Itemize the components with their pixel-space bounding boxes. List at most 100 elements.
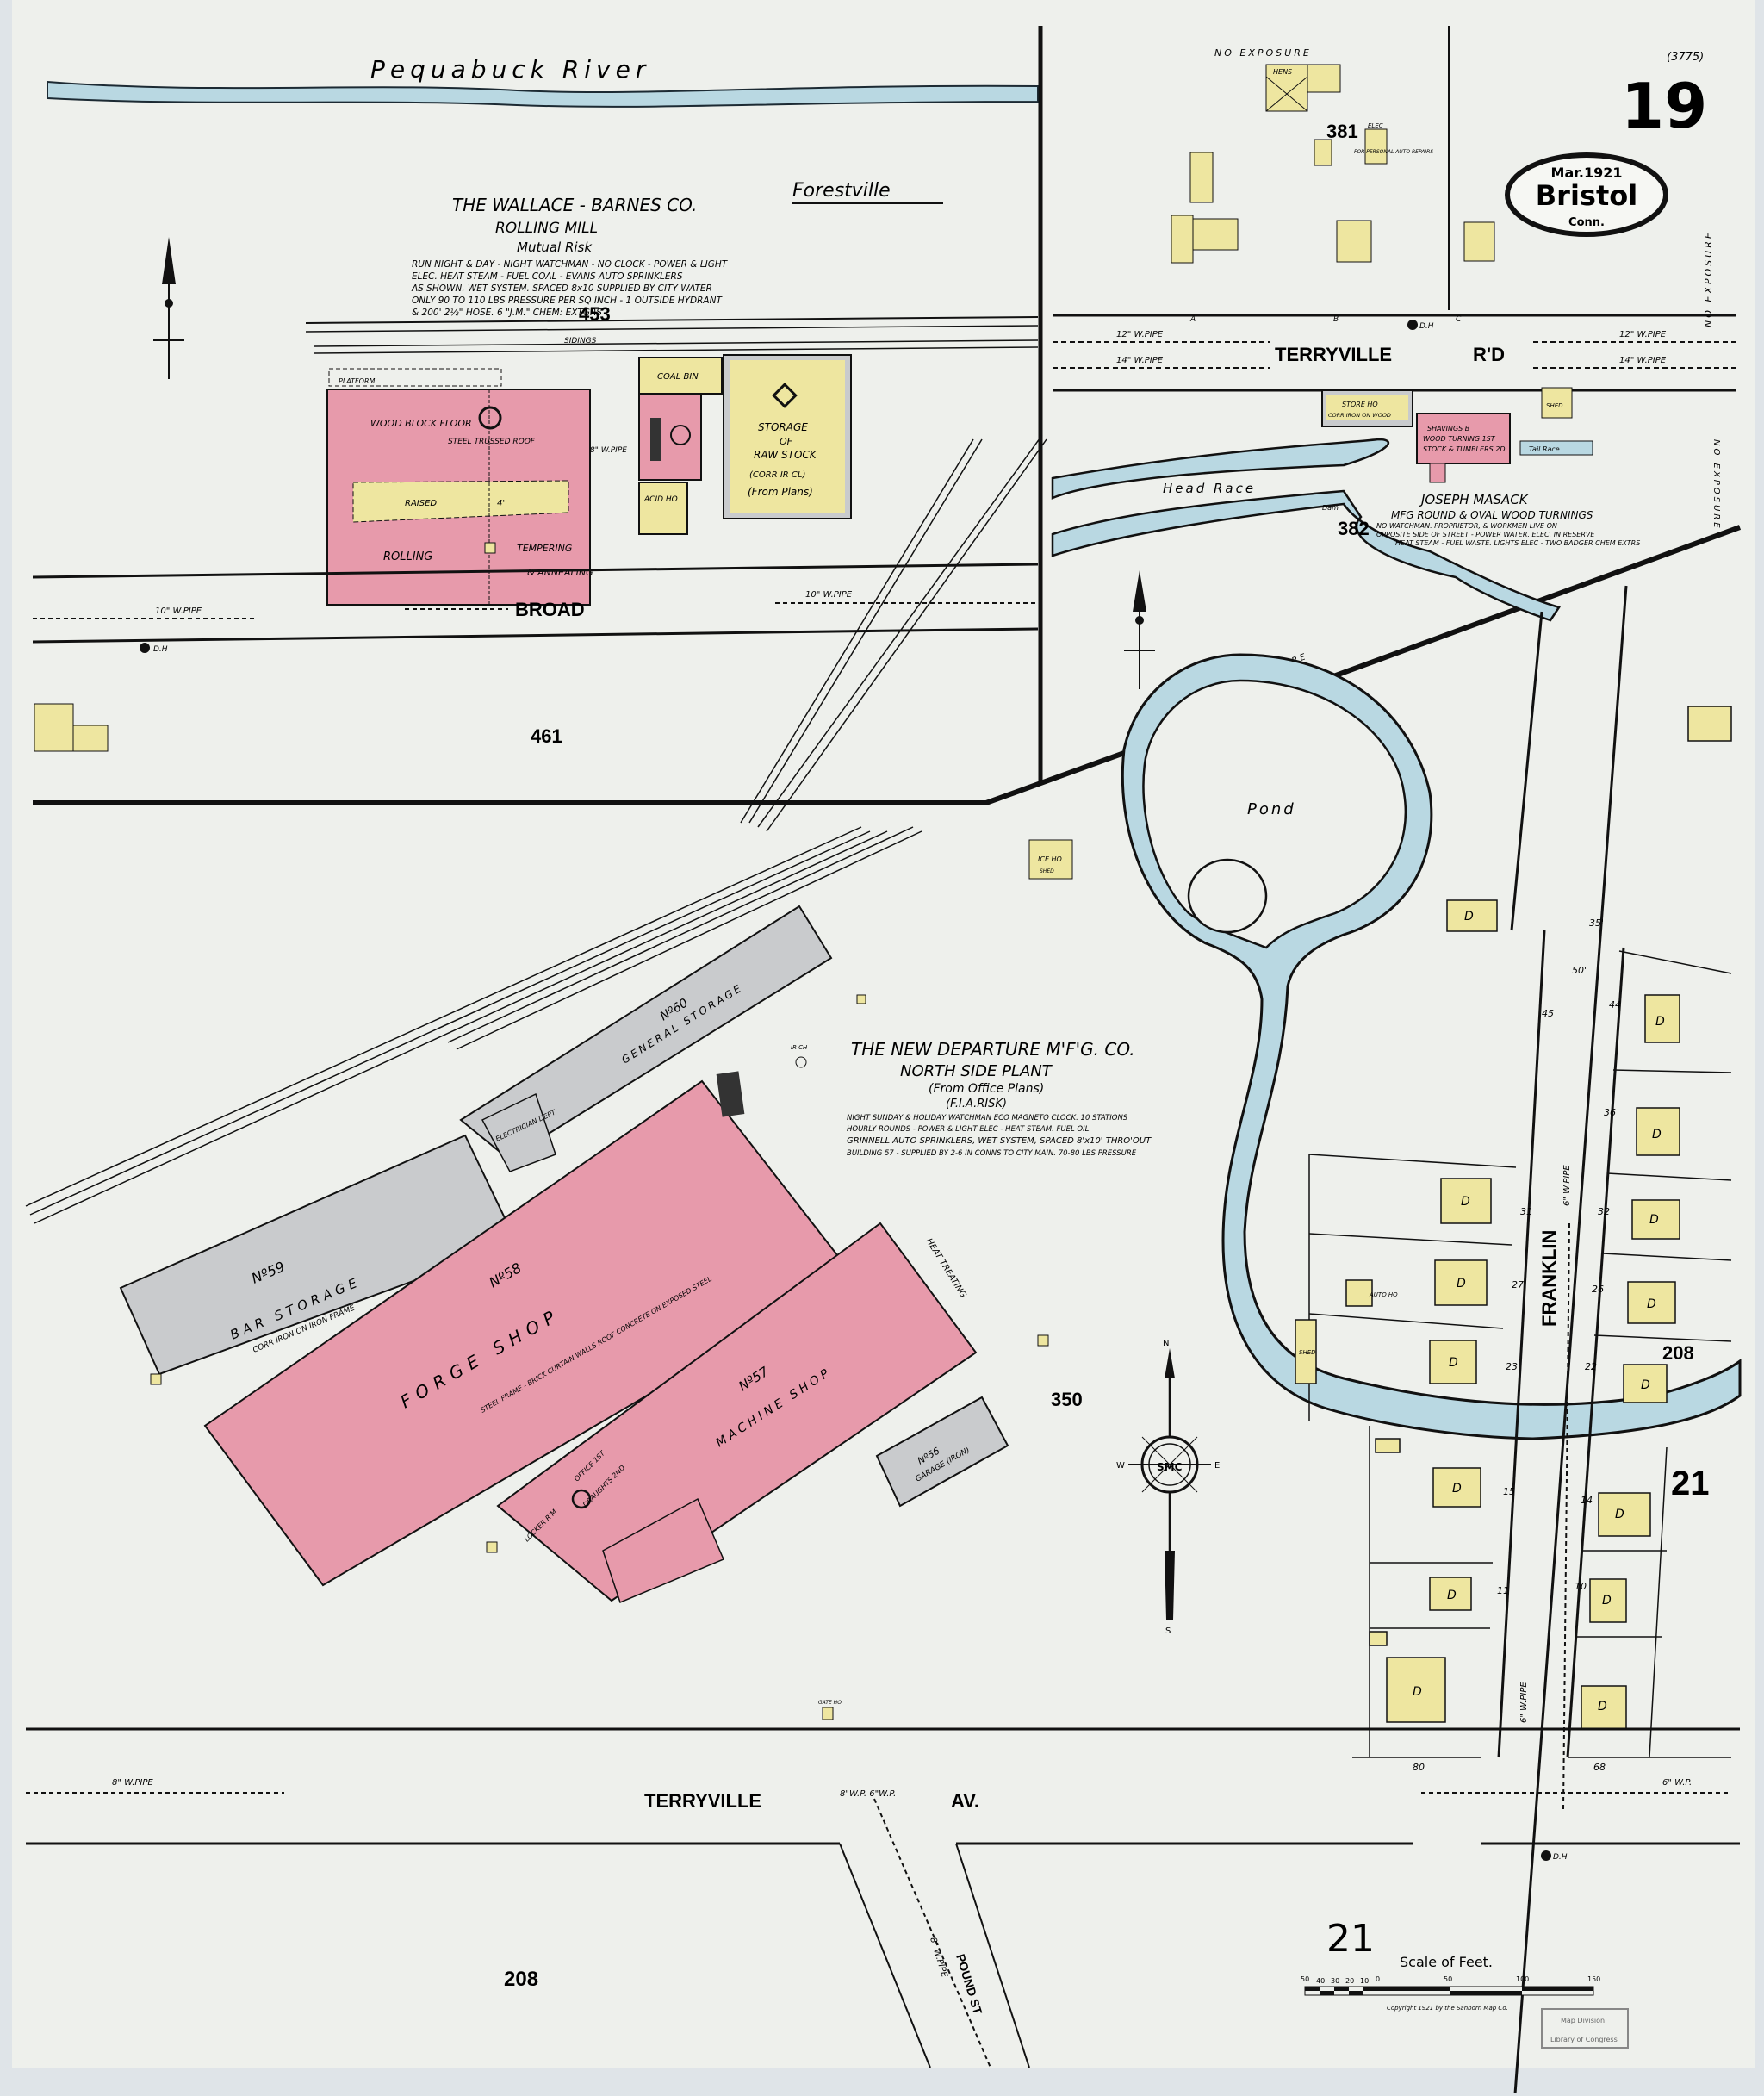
svg-text:8" W.PIPE: 8" W.PIPE xyxy=(112,1778,153,1788)
svg-text:NO EXPOSURE: NO EXPOSURE xyxy=(1711,439,1721,531)
svg-text:Conn.: Conn. xyxy=(1568,216,1605,229)
svg-text:14" W.PIPE: 14" W.PIPE xyxy=(1619,356,1667,365)
svg-text:Mar.1921: Mar.1921 xyxy=(1551,165,1623,181)
svg-text:C: C xyxy=(1456,315,1462,324)
wallace-barnes-type: ROLLING MILL xyxy=(495,220,598,237)
svg-text:D: D xyxy=(1452,1482,1462,1496)
svg-text:20: 20 xyxy=(1345,1977,1354,1985)
svg-text:26: 26 xyxy=(1592,1284,1604,1295)
svg-text:PLATFORM: PLATFORM xyxy=(339,377,376,385)
svg-text:D: D xyxy=(1598,1700,1607,1713)
svg-text:COAL BIN: COAL BIN xyxy=(657,372,699,382)
sheet-code: (3775) xyxy=(1667,51,1704,64)
svg-text:D: D xyxy=(1655,1015,1665,1029)
block-number-208-east: 208 xyxy=(1662,1342,1694,1364)
svg-text:(From Office Plans): (From Office Plans) xyxy=(929,1082,1044,1096)
svg-text:44: 44 xyxy=(1609,999,1621,1011)
svg-text:31: 31 xyxy=(1520,1206,1532,1217)
svg-text:D: D xyxy=(1457,1277,1466,1291)
svg-text:NO EXPOSURE: NO EXPOSURE xyxy=(1703,230,1714,327)
svg-text:23: 23 xyxy=(1506,1361,1518,1372)
svg-text:RUN NIGHT & DAY - NIGHT WATCHM: RUN NIGHT & DAY - NIGHT WATCHMAN - NO CL… xyxy=(412,259,729,270)
svg-text:10: 10 xyxy=(1360,1977,1369,1985)
svg-text:10" W.PIPE: 10" W.PIPE xyxy=(155,606,202,616)
building-58-forge-shop: Nº58 FORGE SHOP STEEL FRAME - BRICK CURT… xyxy=(203,1071,854,1587)
svg-text:27: 27 xyxy=(1512,1279,1524,1291)
svg-text:STEEL TRUSSED ROOF: STEEL TRUSSED ROOF xyxy=(448,438,536,446)
svg-text:OF: OF xyxy=(780,436,793,447)
svg-text:HENS: HENS xyxy=(1273,68,1292,76)
block-number-381: 381 xyxy=(1326,121,1358,142)
svg-text:NO EXPOSURE: NO EXPOSURE xyxy=(1214,47,1312,59)
svg-text:35': 35' xyxy=(1589,917,1604,929)
svg-text:ACID HO: ACID HO xyxy=(643,495,678,504)
svg-text:(From Plans): (From Plans) xyxy=(748,486,813,498)
svg-text:N: N xyxy=(1163,1339,1169,1348)
svg-text:(F.I.A.RISK): (F.I.A.RISK) xyxy=(946,1098,1007,1110)
svg-text:GATE HO: GATE HO xyxy=(818,1700,842,1706)
wallace-barnes-name: THE WALLACE - BARNES CO. xyxy=(452,195,697,215)
svg-text:6" W.PIPE: 6" W.PIPE xyxy=(1519,1682,1529,1723)
block-number-461: 461 xyxy=(531,725,562,747)
building-59-bar-storage: Nº59 BAR STORAGE CORR IRON ON IRON FRAME xyxy=(119,1134,519,1376)
svg-text:MFG ROUND & OVAL WOOD TURNINGS: MFG ROUND & OVAL WOOD TURNINGS xyxy=(1391,509,1593,521)
svg-text:D.H: D.H xyxy=(1419,322,1434,331)
svg-text:10: 10 xyxy=(1575,1581,1587,1592)
svg-text:RAW STOCK: RAW STOCK xyxy=(754,449,817,461)
pequabuck-river xyxy=(47,80,1039,108)
cartouche: Mar.1921 Bristol Conn. xyxy=(1505,152,1668,237)
svg-text:D: D xyxy=(1602,1594,1612,1608)
svg-text:6" W.P.: 6" W.P. xyxy=(1662,1778,1692,1788)
north-arrow-icon xyxy=(1124,570,1155,689)
wallace-barnes-risk: Mutual Risk xyxy=(517,239,593,255)
svg-text:32: 32 xyxy=(1598,1206,1610,1217)
svg-text:ONLY 90 TO 110 LBS PRESSURE PE: ONLY 90 TO 110 LBS PRESSURE PER SQ INCH … xyxy=(412,295,723,306)
svg-text:10" W.PIPE: 10" W.PIPE xyxy=(805,590,853,600)
railroad-tracks xyxy=(25,434,1047,1224)
svg-text:14: 14 xyxy=(1581,1495,1593,1506)
raw-stock-storage-building: STORAGE OF RAW STOCK (CORR IR CL) (From … xyxy=(723,354,852,519)
svg-text:D: D xyxy=(1461,1195,1470,1209)
dwellings-east xyxy=(1581,706,1732,1730)
svg-text:Pond: Pond xyxy=(1247,800,1296,818)
svg-text:NIGHT SUNDAY & HOLIDAY WATCHMA: NIGHT SUNDAY & HOLIDAY WATCHMAN ECO MAGN… xyxy=(847,1114,1128,1123)
svg-text:WOOD TURNING 1ST: WOOD TURNING 1ST xyxy=(1423,435,1496,443)
svg-text:22: 22 xyxy=(1585,1361,1597,1372)
svg-text:Bristol: Bristol xyxy=(1536,179,1637,212)
svg-text:CORR IRON ON WOOD: CORR IRON ON WOOD xyxy=(1328,412,1391,419)
svg-text:D: D xyxy=(1647,1297,1656,1311)
svg-text:100: 100 xyxy=(1516,1975,1529,1983)
svg-text:FOR PERSONAL AUTO REPAIRS: FOR PERSONAL AUTO REPAIRS xyxy=(1354,149,1433,155)
svg-text:B: B xyxy=(1333,315,1339,324)
svg-text:8" W.PIPE: 8" W.PIPE xyxy=(590,446,627,455)
svg-text:D: D xyxy=(1649,1213,1659,1227)
svg-text:STOCK & TUMBLERS 2D: STOCK & TUMBLERS 2D xyxy=(1423,445,1506,453)
north-arrow-icon xyxy=(153,237,184,379)
compass-rose-icon: SMC N W E S xyxy=(1116,1339,1220,1636)
svg-text:Head Race: Head Race xyxy=(1163,481,1256,496)
svg-text:15: 15 xyxy=(1503,1486,1515,1497)
svg-text:THE NEW DEPARTURE M'F'G. CO.: THE NEW DEPARTURE M'F'G. CO. xyxy=(851,1039,1135,1060)
rolling-mill-building: WOOD BLOCK FLOOR STEEL TRUSSED ROOF RAIS… xyxy=(326,368,593,606)
svg-text:Copyright 1921 by the Sanborn: Copyright 1921 by the Sanborn Map Co. xyxy=(1387,2005,1508,2012)
block-number-21-south: 21 xyxy=(1326,1917,1375,1961)
street-label-terryville-rd: TERRYVILLE xyxy=(1275,344,1392,365)
svg-text:8"W.P. 6"W.P.: 8"W.P. 6"W.P. xyxy=(840,1789,896,1799)
svg-text:S: S xyxy=(1165,1626,1171,1636)
svg-text:IR CH: IR CH xyxy=(791,1044,808,1051)
svg-text:150: 150 xyxy=(1587,1975,1600,1983)
svg-text:50: 50 xyxy=(1444,1975,1452,1983)
svg-text:NO WATCHMAN. PROPRIETOR, & WOR: NO WATCHMAN. PROPRIETOR, & WORKMEN LIVE … xyxy=(1376,522,1557,530)
svg-text:Dam: Dam xyxy=(1322,504,1339,512)
svg-text:HEAT STEAM - FUEL WASTE. LIGHT: HEAT STEAM - FUEL WASTE. LIGHTS ELEC - T… xyxy=(1395,539,1640,547)
svg-text:E: E xyxy=(1214,1461,1220,1471)
river-label: Pequabuck River xyxy=(370,55,650,84)
svg-text:12" W.PIPE: 12" W.PIPE xyxy=(1619,330,1667,339)
svg-text:6" W.PIPE: 6" W.PIPE xyxy=(1562,1165,1572,1206)
svg-text:(CORR IR CL): (CORR IR CL) xyxy=(749,470,805,480)
svg-text:& 200' 2½" HOSE. 6 "J.M." CHEM: & 200' 2½" HOSE. 6 "J.M." CHEM: EXTGRS xyxy=(412,308,602,318)
map-paper xyxy=(12,0,1755,2068)
svg-text:TEMPERING: TEMPERING xyxy=(517,543,572,554)
svg-text:50: 50 xyxy=(1301,1975,1309,1983)
